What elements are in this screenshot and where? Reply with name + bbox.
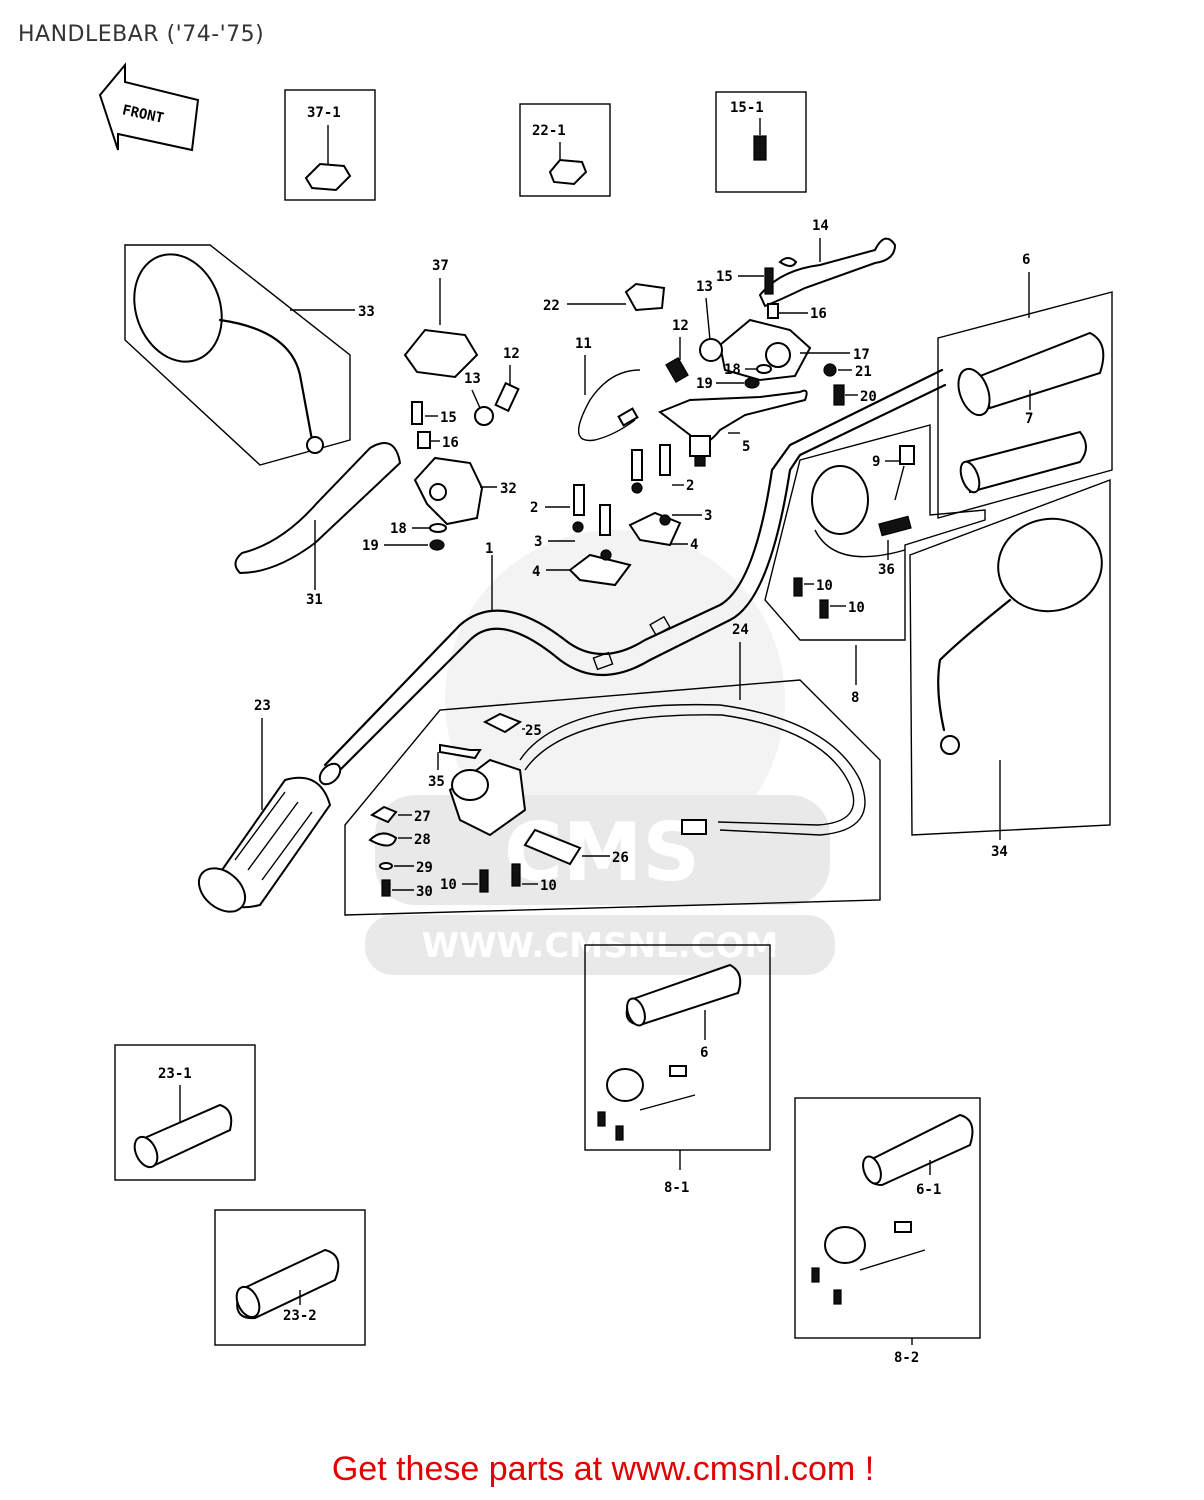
watermark-url: WWW.CMSNL.COM xyxy=(422,926,779,966)
callout-label: 32 xyxy=(500,481,517,497)
switch-37: 37 12 13 15 16 xyxy=(403,258,520,451)
callout-label: 13 xyxy=(464,371,481,387)
callout-label: 6-1 xyxy=(916,1182,941,1198)
callout-label: 16 xyxy=(810,306,827,322)
callout-label: 10 xyxy=(848,600,865,616)
callout-label: 33 xyxy=(358,304,375,320)
watermark-logo: CMS xyxy=(504,806,700,899)
callout-label: 36 xyxy=(878,562,895,578)
callout-label: 37-1 xyxy=(307,105,341,121)
callout-label: 24 xyxy=(732,622,749,638)
inset-23-1: 23-1 xyxy=(114,1044,256,1181)
callout-label: 2 xyxy=(686,478,694,494)
grip-right: 6 7 xyxy=(937,252,1113,519)
callout-label: 3 xyxy=(704,508,712,524)
callout-label: 6 xyxy=(700,1045,708,1061)
callout-label: 15-1 xyxy=(730,100,764,116)
front-arrow: FRONT xyxy=(98,62,200,152)
callout-label: 1 xyxy=(485,541,493,557)
callout-label: 19 xyxy=(696,376,713,392)
callout-label: 8 xyxy=(851,690,859,706)
callout-label: 23 xyxy=(254,698,271,714)
callout-label: 7 xyxy=(1025,411,1033,427)
callout-label: 20 xyxy=(860,389,877,405)
inset-23-2: 23-2 xyxy=(214,1209,366,1346)
grip-left: 23 xyxy=(197,698,332,913)
callout-label: 23-2 xyxy=(283,1308,317,1324)
page-title: HANDLEBAR ('74-'75) xyxy=(18,22,265,47)
mirror-left: 33 xyxy=(124,244,375,466)
callout-label: 34 xyxy=(991,844,1008,860)
callout-label: 25 xyxy=(525,723,542,739)
callout-label: 23-1 xyxy=(158,1066,192,1082)
cta-text[interactable]: Get these parts at www.cmsnl.com ! xyxy=(331,1450,875,1488)
callout-label: 17 xyxy=(853,347,870,363)
callout-label: 14 xyxy=(812,218,829,234)
parts-diagram: CMS WWW.CMSNL.COM FRONT 37-1 22-1 15-1 3… xyxy=(98,62,1113,1366)
callout-label: 16 xyxy=(442,435,459,451)
switch-8: 9 36 10 10 8 xyxy=(764,424,986,706)
callout-label: 11 xyxy=(575,336,592,352)
holder-32: 32 18 19 xyxy=(362,456,517,554)
callout-label: 31 xyxy=(306,592,323,608)
callout-label: 26 xyxy=(612,850,629,866)
callout-label: 10 xyxy=(540,878,557,894)
callout-label: 22 xyxy=(543,298,560,314)
callout-label: 12 xyxy=(503,346,520,362)
callout-label: 19 xyxy=(362,538,379,554)
callout-label: 12 xyxy=(672,318,689,334)
callout-label: 3 xyxy=(534,534,542,550)
callout-label: 28 xyxy=(414,832,431,848)
callout-label: 2 xyxy=(530,500,538,516)
switch-22: 22 11 xyxy=(543,282,666,442)
callout-label: 18 xyxy=(390,521,407,537)
handlebar-1: 1 xyxy=(318,368,947,786)
callout-label: 22-1 xyxy=(532,123,566,139)
callout-label: 35 xyxy=(428,774,445,790)
callout-label: 18 xyxy=(724,362,741,378)
lever-left: 31 xyxy=(234,442,402,608)
callout-label: 6 xyxy=(1022,252,1030,268)
callout-label: 15 xyxy=(716,269,733,285)
cta-link[interactable]: Get these parts at www.cmsnl.com ! xyxy=(0,1450,1204,1489)
callout-label: 4 xyxy=(532,564,540,580)
mirror-right: 34 xyxy=(909,478,1111,860)
callout-label: 5 xyxy=(742,439,750,455)
callout-label: 9 xyxy=(872,454,880,470)
inset-6: 6 8-1 xyxy=(584,944,771,1196)
callout-label: 30 xyxy=(416,884,433,900)
callout-label: 15 xyxy=(440,410,457,426)
callout-label: 4 xyxy=(690,537,698,553)
inset-22-1: 22-1 xyxy=(519,103,611,197)
inset-15-1: 15-1 xyxy=(715,91,807,193)
callout-label: 29 xyxy=(416,860,433,876)
callout-label: 8-1 xyxy=(664,1180,689,1196)
clamp-parts: 2 2 3 3 4 4 xyxy=(530,444,712,587)
inset-37-1: 37-1 xyxy=(284,89,376,201)
inset-6-1: 6-1 8-2 xyxy=(794,1097,981,1366)
lever-right: 14 15 13 16 12 17 18 19 21 20 xyxy=(665,218,897,406)
callout-label: 21 xyxy=(855,364,872,380)
switch-24: 24 25 35 27 28 29 30 10 10 26 xyxy=(344,622,881,916)
throttle-5: 5 xyxy=(657,389,808,467)
callout-label: 8-2 xyxy=(894,1350,919,1366)
callout-label: 27 xyxy=(414,809,431,825)
callout-label: 13 xyxy=(696,279,713,295)
callout-label: 37 xyxy=(432,258,449,274)
callout-label: 10 xyxy=(816,578,833,594)
callout-label: 10 xyxy=(440,877,457,893)
